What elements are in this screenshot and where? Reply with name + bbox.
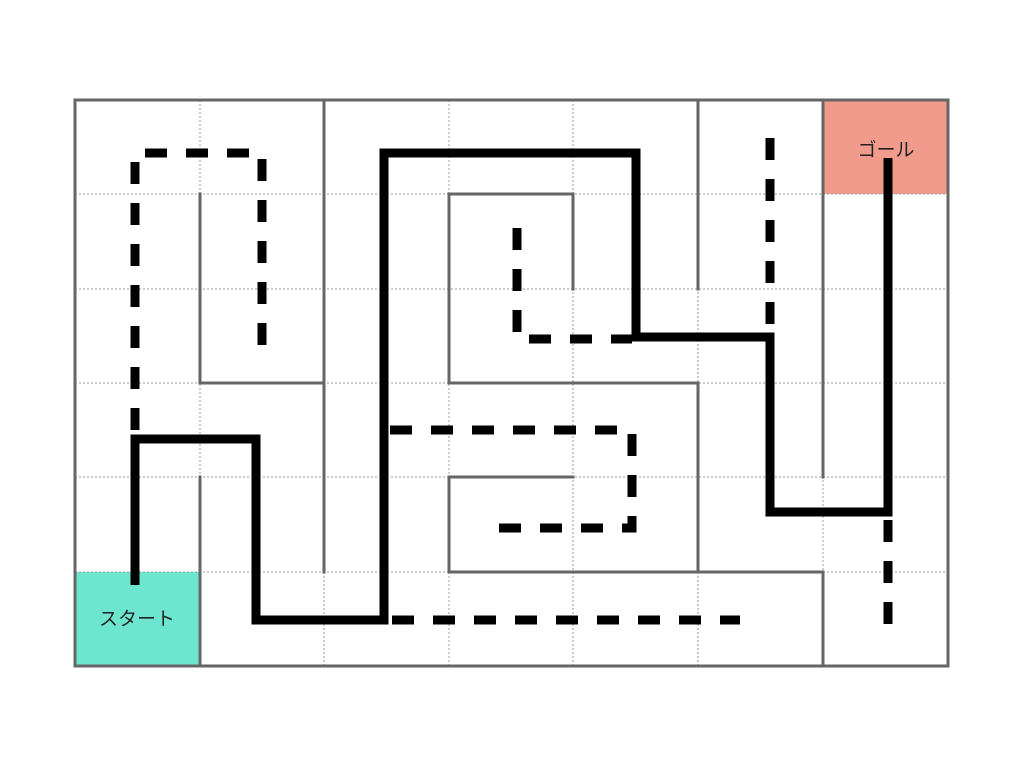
maze-walls xyxy=(73,98,950,668)
start-cell xyxy=(75,572,200,666)
route-line xyxy=(130,148,893,625)
dead-end-line xyxy=(130,148,267,430)
goal-label: ゴール xyxy=(857,139,914,161)
start-label: スタート xyxy=(99,608,175,630)
dead-end-routes xyxy=(130,138,893,625)
solution-route xyxy=(130,148,893,625)
dead-end-line xyxy=(390,425,637,533)
maze-border xyxy=(73,98,950,668)
